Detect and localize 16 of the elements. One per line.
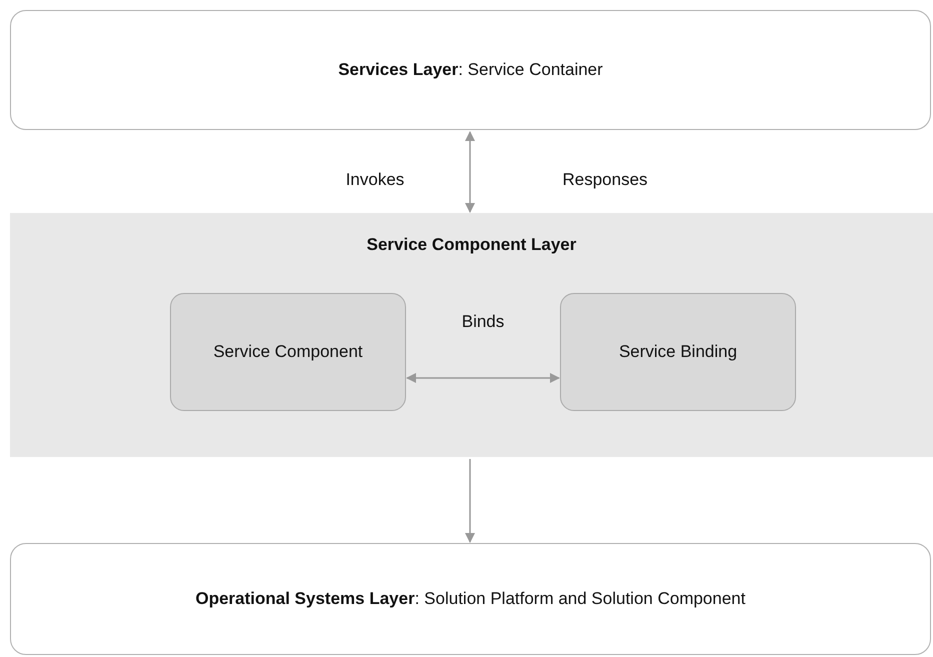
layer-box [10, 10, 931, 130]
flow-label: Invokes [344, 170, 406, 190]
component-box [560, 293, 796, 411]
component-box [170, 293, 406, 411]
layer-title: Service Component Layer [366, 235, 578, 255]
arrow [465, 459, 475, 543]
layer-box [10, 543, 931, 655]
flow-label: Responses [561, 170, 649, 190]
arrow [406, 372, 560, 383]
node-label: Service Component [212, 341, 364, 364]
node-label: Operational Systems Layer: Solution Platform and Solution Component [194, 589, 746, 609]
arrow [465, 131, 475, 213]
edge-label: Binds [460, 312, 506, 332]
node-label: Services Layer: Service Container [337, 60, 604, 80]
node-label: Service Binding [618, 341, 738, 364]
layer-band [10, 213, 933, 457]
